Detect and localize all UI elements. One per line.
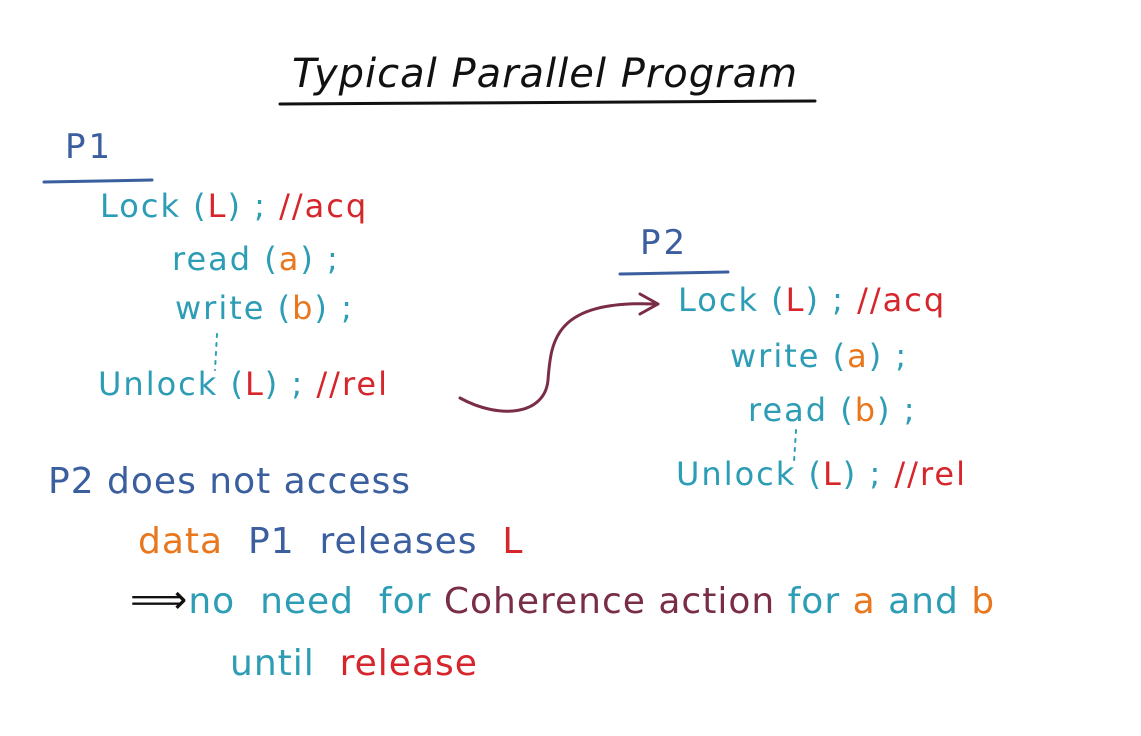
p1-read-arg: a [278, 240, 301, 278]
note-for: for [787, 581, 853, 622]
p2-read-arg: b [854, 391, 878, 429]
p2-unlock-close: ) ; [842, 455, 883, 493]
p1-write-arg: b [292, 289, 315, 327]
p2-read-close: ) ; [877, 391, 917, 429]
p1-ellipsis-connector [214, 333, 218, 371]
p2-write-close: ) ; [868, 337, 909, 375]
p1-lock-open: ( [180, 187, 208, 225]
page-title: Typical Parallel Program [292, 51, 799, 97]
p1-write-close: ) ; [314, 289, 354, 327]
p2-lock-open: ( [758, 281, 786, 319]
p1-write-open: ( [265, 289, 293, 327]
p1-read-fn: read [172, 240, 253, 278]
p1-header: P1 [65, 127, 114, 167]
p2-unlock-fn: Unlock [676, 455, 797, 493]
note-line-3: ⟹ no need for Coherence action for a and… [130, 580, 995, 620]
p2-unlock-line: Unlock ( L ) ; //rel [676, 458, 967, 490]
p2-read-open: ( [828, 391, 855, 429]
title-underline [278, 99, 817, 106]
note-no-need-for: no need for [188, 581, 444, 622]
p2-underline [618, 270, 730, 276]
note-and: and [888, 581, 972, 622]
p1-write-line: write ( b ) ; [175, 292, 354, 324]
arrowhead-icon [638, 292, 660, 316]
p2-header: P2 [640, 223, 689, 263]
p1-lock-close: ) ; [227, 187, 267, 225]
p2-lock-comment: //acq [844, 281, 947, 319]
p2-lock-close: ) ; [805, 281, 845, 319]
p2-unlock-arg: L [822, 455, 843, 493]
release-to-acquire-arrow [458, 302, 657, 413]
note-data-word: data [138, 521, 224, 562]
p2-lock-fn: Lock [678, 281, 759, 319]
p2-write-open: ( [820, 337, 848, 375]
note-p1-releases: P1 releases [223, 521, 503, 562]
p1-unlock-open: ( [218, 365, 245, 403]
p1-unlock-line: Unlock ( L ) ; //rel [98, 368, 389, 400]
note-line-2: data P1 releases L [138, 524, 523, 560]
p1-unlock-fn: Unlock [98, 365, 219, 403]
p1-underline [42, 178, 154, 184]
p2-unlock-open: ( [796, 455, 823, 493]
note-release: release [339, 643, 478, 684]
p2-lock-arg: L [785, 281, 806, 319]
p2-write-arg: a [847, 337, 869, 375]
note-coherence-action: Coherence action [443, 581, 788, 622]
note-var-a: a [852, 581, 889, 622]
p1-lock-line: Lock ( L ) ; //acq [100, 190, 368, 222]
p2-ellipsis-connector [793, 429, 797, 463]
note-var-b: b [971, 581, 996, 622]
p1-lock-arg: L [207, 187, 228, 225]
implies-arrow-icon: ⟹ [130, 577, 189, 623]
p1-lock-fn: Lock [100, 187, 181, 225]
note-lock-L: L [502, 521, 524, 562]
p2-write-line: write ( a ) ; [730, 340, 908, 372]
p1-unlock-comment: //rel [304, 365, 389, 403]
p2-read-line: read ( b ) ; [748, 394, 916, 426]
p1-lock-comment: //acq [266, 187, 369, 225]
p1-unlock-arg: L [244, 365, 265, 403]
p1-read-line: read ( a ) ; [172, 243, 340, 275]
p1-unlock-close: ) ; [264, 365, 305, 403]
p2-read-fn: read [748, 391, 829, 429]
p1-read-open: ( [252, 240, 279, 278]
p2-lock-line: Lock ( L ) ; //acq [678, 284, 946, 316]
p1-read-close: ) ; [300, 240, 340, 278]
note-line-4: until release [230, 646, 478, 682]
p1-write-fn: write [175, 289, 266, 327]
p2-unlock-comment: //rel [882, 455, 967, 493]
note-line-1: P2 does not access [48, 461, 411, 502]
note-until: until [230, 643, 340, 684]
p2-write-fn: write [730, 337, 821, 375]
